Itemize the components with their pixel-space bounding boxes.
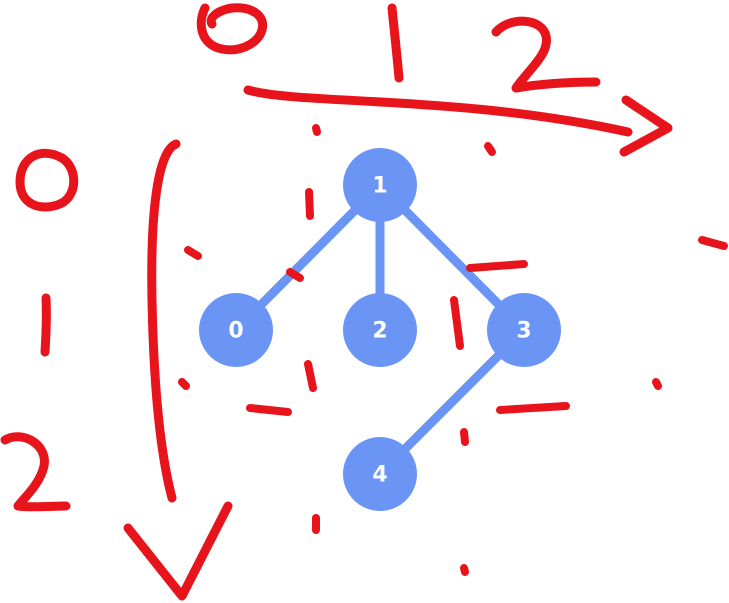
row-label-0 (15, 148, 79, 212)
node-3: 3 (487, 293, 561, 367)
nodes-layer: 1 0 2 3 4 (199, 148, 561, 511)
annotation-layer (0, 3, 728, 601)
grid-mark (460, 564, 469, 576)
grid-mark (286, 268, 304, 282)
grid-mark (312, 124, 321, 136)
grid-mark (304, 360, 317, 392)
grid-mark (178, 378, 190, 390)
column-label-2 (491, 16, 601, 93)
column-label-1 (387, 3, 404, 83)
node-4: 4 (343, 437, 417, 511)
node-2-circle (343, 293, 417, 367)
node-1-label: 1 (372, 174, 387, 199)
grid-mark (466, 260, 528, 272)
node-4-circle (343, 437, 417, 511)
row-label-1 (40, 293, 51, 357)
row-label-2 (0, 432, 71, 512)
node-3-label: 3 (516, 319, 531, 344)
grid-mark (184, 246, 202, 260)
grid-mark (652, 378, 662, 390)
grid-mark (450, 296, 464, 350)
node-0: 0 (199, 293, 273, 367)
horizontal-arrowhead (619, 95, 673, 157)
grid-mark (460, 428, 469, 446)
vertical-arrowhead (123, 501, 233, 601)
grid-mark (246, 404, 292, 416)
node-3-circle (487, 293, 561, 367)
grid-mark (496, 402, 570, 414)
horizontal-arrow (243, 85, 633, 137)
grid-mark (305, 188, 314, 220)
node-1: 1 (343, 148, 417, 222)
node-0-label: 0 (228, 319, 243, 344)
node-2: 2 (343, 293, 417, 367)
grid-mark (698, 236, 728, 250)
node-4-label: 4 (372, 463, 387, 488)
node-1-circle (343, 148, 417, 222)
grid-mark (484, 142, 496, 156)
vertical-arrow (147, 139, 181, 503)
node-2-label: 2 (372, 319, 387, 344)
node-0-circle (199, 293, 273, 367)
column-label-0 (196, 3, 268, 55)
